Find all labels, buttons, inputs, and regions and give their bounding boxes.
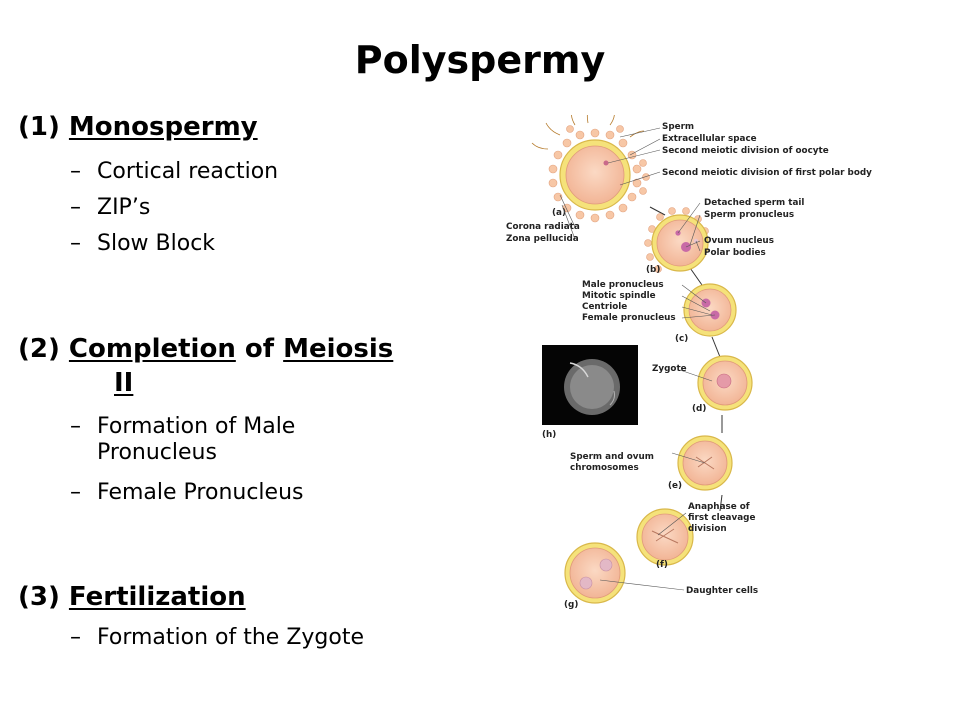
- heading-term: Fertilization: [68, 582, 246, 612]
- section-number: (1): [18, 112, 60, 142]
- figure-label: Female pronucleus: [582, 313, 676, 323]
- heading-term: II: [114, 368, 134, 398]
- section-number: (3): [18, 582, 60, 612]
- bullet-text: Cortical reaction: [97, 159, 279, 184]
- sperm-cells: [531, 115, 645, 150]
- figure-label: Corona radiata: [506, 222, 580, 232]
- micrograph-h: (h): [542, 345, 638, 440]
- figure-label: Sperm pronucleus: [704, 210, 794, 220]
- figure-labels: Sperm Extracellular space Second meiotic…: [506, 122, 872, 596]
- figure-label: Detached sperm tail: [704, 198, 804, 208]
- bullet-item: – Cortical reaction: [18, 159, 438, 185]
- bullet-item: – Formation of the Zygote: [18, 625, 438, 651]
- panel-label: (a): [552, 208, 566, 218]
- stage-e-egg: (e): [668, 435, 733, 491]
- heading-term: Completion: [68, 334, 236, 364]
- leader-lines: [559, 127, 716, 591]
- heading-term: Meiosis: [283, 334, 394, 364]
- section-heading: (2) Completion of Meiosis: [18, 332, 438, 366]
- figure-label: Second meiotic division of oocyte: [662, 146, 829, 156]
- panel-label: (g): [564, 600, 578, 610]
- figure-label: Polar bodies: [704, 248, 766, 258]
- panel-label: (h): [542, 430, 556, 440]
- dash-marker: –: [70, 195, 81, 220]
- section-heading-continued: II: [18, 366, 438, 400]
- dash-marker: –: [70, 480, 81, 505]
- figure-label: Sperm: [662, 122, 694, 132]
- bullet-item: – ZIP’s: [18, 195, 438, 221]
- dash-marker: –: [70, 414, 81, 439]
- bullet-item: – Slow Block: [18, 231, 438, 257]
- bullet-text: Formation of the Zygote: [97, 625, 365, 650]
- panel-label: (e): [668, 481, 682, 491]
- figure-label: chromosomes: [570, 463, 639, 473]
- stage-c-egg: (c): [675, 283, 737, 344]
- section-heading: (1) Monospermy: [18, 110, 438, 144]
- fertilization-diagram: (a) (b) (c): [506, 115, 872, 610]
- stage-f-egg: (f): [636, 508, 694, 570]
- corona-radiata-cells: [548, 125, 650, 223]
- bullet-text: Female Pronucleus: [97, 480, 304, 505]
- panel-label: (b): [646, 265, 660, 275]
- heading-term: Monospermy: [68, 112, 258, 142]
- figure-label: first cleavage: [688, 513, 755, 523]
- stage-d-zygote: (d): [692, 355, 753, 414]
- heading-connector: of: [244, 334, 275, 364]
- bullet-text: Slow Block: [97, 231, 216, 256]
- arrow: [649, 206, 666, 216]
- stage-g-egg: (g): [564, 542, 626, 610]
- stage-a-egg: (a): [531, 115, 650, 223]
- section-number: (2): [18, 334, 60, 364]
- figure-label: Anaphase of: [688, 502, 750, 512]
- figure-label: Male pronucleus: [582, 280, 664, 290]
- dash-marker: –: [70, 625, 81, 650]
- arrow: [719, 494, 723, 512]
- figure-label: Zona pellucida: [506, 234, 579, 244]
- figure-label: Centriole: [582, 302, 627, 312]
- figure-label: division: [688, 524, 727, 534]
- dash-marker: –: [70, 231, 81, 256]
- panel-label: (d): [692, 404, 706, 414]
- section-fertilization: (3) Fertilization – Formation of the Zyg…: [18, 580, 438, 651]
- figure-label: Extracellular space: [662, 134, 757, 144]
- figure-label: Ovum nucleus: [704, 236, 774, 246]
- bullet-text: ZIP’s: [97, 195, 151, 220]
- panel-label: (f): [656, 560, 668, 570]
- bullet-item: – Formation of Male Pronucleus: [18, 414, 387, 466]
- section-monospermy: (1) Monospermy – Cortical reaction – ZIP…: [18, 110, 438, 257]
- section-meiosis: (2) Completion of Meiosis II – Formation…: [18, 332, 438, 506]
- stage-b-egg: (b): [644, 207, 709, 275]
- panel-label: (c): [675, 334, 688, 344]
- figure-label: Zygote: [652, 364, 687, 374]
- bullet-text: Formation of Male Pronucleus: [97, 414, 296, 465]
- section-heading: (3) Fertilization: [18, 580, 438, 614]
- fertilization-figure: (a) (b) (c): [500, 115, 900, 620]
- dash-marker: –: [70, 159, 81, 184]
- figure-label: Second meiotic division of first polar b…: [662, 168, 872, 178]
- slide-title: Polyspermy: [354, 38, 606, 82]
- figure-label: Mitotic spindle: [582, 291, 656, 301]
- arrow: [711, 336, 721, 358]
- figure-label: Daughter cells: [686, 586, 758, 596]
- bullet-item: – Female Pronucleus: [18, 480, 438, 506]
- figure-label: Sperm and ovum: [570, 452, 654, 462]
